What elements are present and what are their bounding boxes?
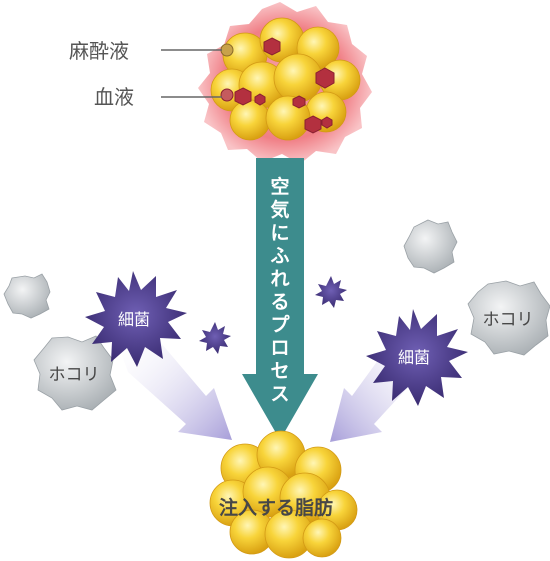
bacteria-icon: [85, 271, 187, 367]
bacteria-icon: [199, 276, 347, 354]
target-fat-cluster: [209, 430, 358, 559]
process-char-0: 空: [270, 175, 289, 198]
process-char-6: プ: [270, 313, 290, 336]
bacteria-small-1: [199, 322, 231, 354]
process-char-4: れ: [270, 268, 289, 290]
bacteria-icon: [366, 309, 468, 406]
blood-marker: [220, 88, 234, 102]
dust-icon: [3, 219, 458, 319]
process-char-8: セ: [270, 360, 289, 382]
bacteria-right-label: 細菌: [398, 348, 430, 367]
blood-label: 血液: [94, 85, 134, 109]
dust-left: ホコリ: [33, 335, 117, 411]
process-char-1: 気: [270, 198, 289, 221]
dust-right: ホコリ: [467, 280, 550, 356]
process-char-7: ロ: [270, 337, 289, 359]
process-char-5: る: [270, 291, 289, 313]
process-char-3: ふ: [270, 245, 289, 267]
dust-icon: [33, 335, 117, 411]
process-char-9: ス: [270, 383, 289, 405]
main-arrow-icon: [242, 158, 318, 440]
process-char-2: に: [270, 222, 289, 244]
anesthetic-marker: [220, 43, 234, 57]
dust-icon: [467, 280, 550, 356]
dust-left-label: ホコリ: [49, 365, 100, 385]
left-side-arrow-icon: [118, 330, 232, 440]
blood-cell-icons: [234, 37, 335, 134]
dust-small-left: [3, 273, 51, 319]
process-label: 空 気 に ふ れ る プ ロ セ ス: [270, 175, 290, 405]
bacteria-right: 細菌: [366, 309, 468, 406]
anesthetic-label: 麻酔液: [69, 39, 129, 63]
dust-small-right: [403, 219, 458, 274]
bacteria-left: 細菌: [85, 271, 187, 367]
top-fat-cluster: [198, 2, 372, 164]
bacteria-small-2: [315, 276, 347, 308]
bacteria-left-label: 細菌: [118, 310, 150, 329]
target-label: 注入する脂肪: [219, 496, 333, 519]
dust-right-label: ホコリ: [483, 310, 534, 330]
